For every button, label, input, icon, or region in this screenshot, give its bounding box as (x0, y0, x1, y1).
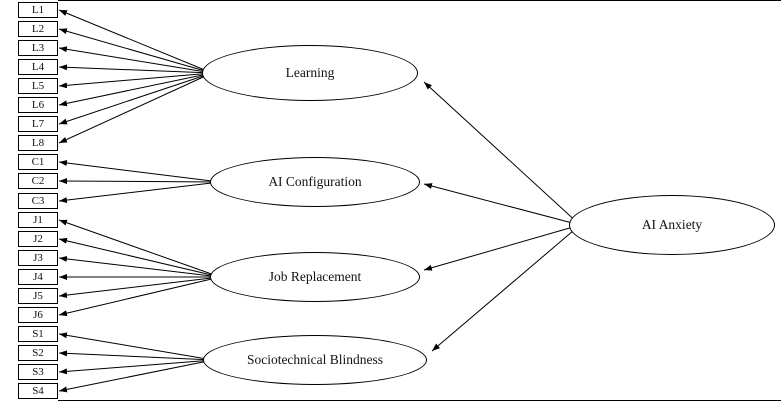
loading-arrow (58, 276, 221, 317)
loading-arrow (58, 64, 213, 74)
job-replacement-loading-arrows (58, 219, 221, 317)
latent-ellipse-ai-configuration: AI Configuration (210, 157, 420, 207)
indicator-box-L8: L8 (18, 135, 58, 151)
loading-arrow (58, 181, 221, 204)
indicator-box-J3: J3 (18, 250, 58, 266)
latent-ellipse-learning: Learning (202, 45, 418, 101)
sociotechnical-blindness-loading-arrows (58, 332, 214, 393)
loading-arrow (58, 332, 214, 361)
indicator-box-J4: J4 (18, 269, 58, 285)
indicator-box-S1: S1 (18, 326, 58, 342)
latent-label-learning: Learning (285, 65, 335, 81)
loading-arrow (58, 359, 214, 393)
indicator-box-J1: J1 (18, 212, 58, 228)
loading-arrow (58, 237, 221, 278)
indicator-box-L4: L4 (18, 59, 58, 75)
latent-label-job-replacement: Job Replacement (268, 269, 362, 285)
loading-arrow (58, 219, 221, 278)
ai-configuration-loading-arrows (58, 160, 221, 204)
loading-arrow (58, 160, 221, 183)
indicator-box-C3: C3 (18, 193, 58, 209)
indicator-box-L2: L2 (18, 21, 58, 37)
path-arrow (423, 183, 581, 226)
latent-ellipse-job-replacement: Job Replacement (210, 252, 420, 302)
indicator-box-S4: S4 (18, 383, 58, 399)
loading-arrow (58, 350, 214, 361)
indicator-box-S2: S2 (18, 345, 58, 361)
loading-arrow (58, 72, 213, 144)
indicator-box-L6: L6 (18, 97, 58, 113)
indicator-box-L7: L7 (18, 116, 58, 132)
loading-arrow (58, 178, 221, 185)
loading-arrow (58, 72, 213, 107)
learning-loading-arrows (58, 9, 213, 144)
latent-ellipse-sociotechnical-blindness: Sociotechnical Blindness (203, 335, 427, 385)
path-arrow (423, 81, 581, 226)
loading-arrow (58, 359, 214, 375)
latent-label-ai-anxiety: AI Anxiety (641, 217, 703, 233)
loading-arrow (58, 46, 213, 74)
latent-label-sociotechnical-blindness: Sociotechnical Blindness (246, 352, 384, 368)
indicator-box-J2: J2 (18, 231, 58, 247)
indicator-box-L1: L1 (18, 2, 58, 18)
latent-label-ai-configuration: AI Configuration (268, 174, 362, 190)
indicator-box-C1: C1 (18, 154, 58, 170)
latent-ellipse-ai-anxiety: AI Anxiety (569, 195, 775, 255)
structural-path-arrows (423, 81, 581, 352)
indicator-box-L5: L5 (18, 78, 58, 94)
indicator-box-L3: L3 (18, 40, 58, 56)
indicator-box-J5: J5 (18, 288, 58, 304)
loading-arrow (58, 28, 213, 74)
loading-arrow (58, 276, 221, 299)
path-arrow (431, 224, 581, 352)
loading-arrow (58, 72, 213, 89)
indicator-box-C2: C2 (18, 173, 58, 189)
loading-arrow (58, 255, 221, 278)
loading-arrow (58, 9, 213, 74)
loading-arrow (58, 72, 213, 125)
indicator-box-S3: S3 (18, 364, 58, 380)
indicator-box-J6: J6 (18, 307, 58, 323)
path-arrow (423, 224, 581, 271)
